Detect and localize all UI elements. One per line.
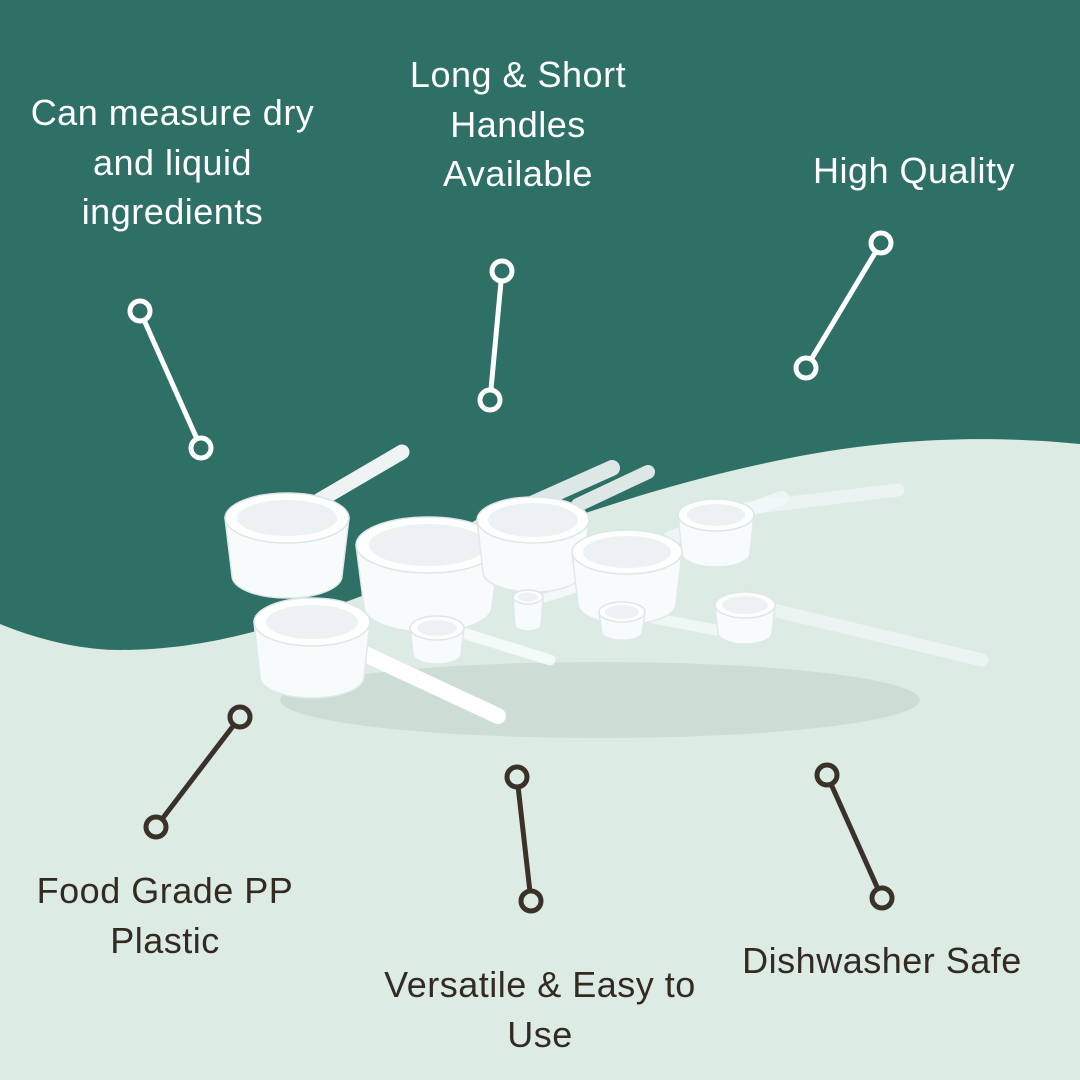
scoop-handle-icon [571, 465, 655, 512]
scoop-handle-icon [454, 626, 556, 666]
measuring-cup [677, 498, 755, 568]
measuring-spoon [409, 615, 465, 665]
connector-dot-icon [793, 355, 819, 381]
callout-label-versatile: Versatile & Easy to Use [358, 960, 722, 1059]
connector-dot-icon [814, 762, 840, 788]
connector-dot-icon [869, 885, 895, 911]
measuring-cup [476, 496, 590, 593]
callout-label-handles: Long & Short Handles Available [358, 50, 678, 199]
connector-dot-icon [518, 888, 544, 914]
callout-line-bottom-left [143, 704, 253, 840]
measuring-cup [571, 529, 683, 625]
connector-dot-icon [477, 387, 503, 413]
callout-text-line: Handles [450, 103, 586, 145]
connector-dot-icon [227, 704, 253, 730]
callout-text-line: ingredients [81, 191, 264, 233]
measuring-cup [224, 492, 350, 599]
measuring-spoon [598, 601, 646, 642]
scoop-handle-icon [312, 444, 410, 508]
scoop-handle-icon [540, 583, 581, 603]
callout-label-dishwasher-safe: Dishwasher Safe [700, 936, 1064, 986]
callout-text-line: High Quality [812, 150, 1016, 191]
connector-dot-icon [143, 814, 169, 840]
connector-dot-icon [489, 258, 515, 284]
scoop-handle-icon [766, 603, 989, 667]
callout-text-line: Can measure dry [30, 92, 315, 133]
callout-label-high-quality: High Quality [748, 146, 1080, 196]
callout-text-line: Use [507, 1013, 573, 1055]
callout-label-can-measure: Can measure dry and liquid ingredients [0, 88, 345, 237]
measuring-cups [224, 492, 776, 699]
callout-line-bottom-center [504, 764, 544, 914]
measuring-cup [355, 516, 501, 633]
connector-dot-icon [188, 435, 214, 461]
callout-text-line: and liquid [92, 141, 253, 183]
measuring-scoop [253, 597, 371, 699]
scoop-handle-icon [741, 483, 905, 515]
callout-line-top-left [127, 298, 214, 461]
callout-text-line: Versatile & Easy to [384, 964, 696, 1005]
callout-text-line: Available [443, 153, 593, 195]
callout-line-top-right [793, 230, 894, 381]
callout-text-line: Plastic [110, 919, 220, 961]
teal-wave-shape [0, 0, 1080, 650]
measuring-spoon [714, 591, 776, 645]
connector-dot-icon [868, 230, 894, 256]
measuring-spoon [512, 589, 544, 632]
callout-line-top-center [477, 258, 515, 413]
callout-text-line: Dishwasher Safe [742, 940, 1022, 981]
callout-label-food-grade: Food Grade PP Plastic [0, 866, 330, 965]
scoop-handle-icon [344, 640, 506, 724]
connector-dot-icon [504, 764, 530, 790]
connector-dot-icon [127, 298, 153, 324]
callout-line-bottom-right [814, 762, 895, 911]
callout-text-line: Long & Short [409, 54, 627, 95]
callout-text-line: Food Grade PP [36, 870, 294, 911]
